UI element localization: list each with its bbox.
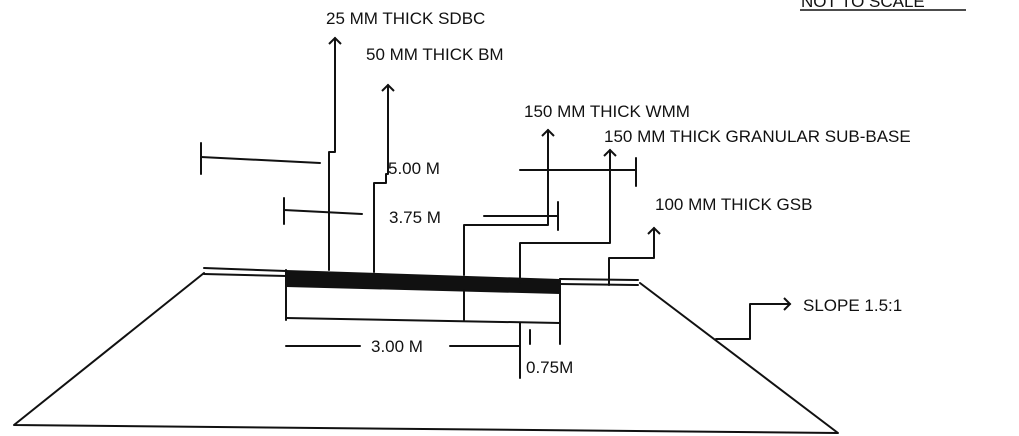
- scale-note: NOT TO SCALE: [800, 0, 966, 11]
- label-075m: 0.75M: [526, 358, 573, 377]
- label-5m: 5.00 M: [388, 159, 440, 178]
- dim-5m-line-left: [200, 156, 321, 164]
- dimension-5m: 5.00 M: [200, 142, 637, 187]
- left-shoulder-bottom: [203, 273, 287, 277]
- label-sdbc: 25 MM THICK SDBC: [326, 9, 485, 28]
- label-gsb: 100 MM THICK GSB: [655, 195, 812, 214]
- label-granular-sub-base: 150 MM THICK GRANULAR SUB-BASE: [604, 127, 911, 146]
- dimension-075m: 0.75M: [519, 322, 573, 379]
- scale-note-text: NOT TO SCALE: [801, 0, 925, 11]
- label-slope: SLOPE 1.5:1: [803, 296, 902, 315]
- right-shoulder-top: [559, 278, 639, 281]
- embankment: [13, 267, 839, 434]
- wmm-arrow: [463, 128, 555, 276]
- left-shoulder-top: [203, 267, 287, 272]
- sdbc-arrow: [328, 36, 342, 271]
- slope-annotation: SLOPE 1.5:1: [715, 296, 902, 340]
- embankment-outline: [13, 272, 839, 434]
- dim-375m-line-left: [283, 209, 363, 215]
- label-375m: 3.75 M: [389, 208, 441, 227]
- label-bm: 50 MM THICK BM: [366, 45, 504, 64]
- gsb-arrow: [608, 226, 661, 286]
- wmm-leader: 150 MM THICK WMM: [463, 102, 690, 276]
- slope-arrow: [715, 297, 792, 340]
- sdbc-leader: 25 MM THICK SDBC: [326, 9, 485, 271]
- wearing-course-band: [286, 270, 560, 294]
- right-shoulder-bottom: [559, 283, 639, 286]
- bm-leader: 50 MM THICK BM: [366, 45, 504, 273]
- pavement: [285, 269, 561, 345]
- label-wmm: 150 MM THICK WMM: [524, 102, 690, 121]
- granular-sub-base-leader: 150 MM THICK GRANULAR SUB-BASE: [519, 127, 911, 284]
- dimension-3m: 3.00 M: [285, 337, 521, 356]
- granular-sub-base-arrow: [519, 148, 617, 284]
- base-layer-bottom: [285, 317, 561, 324]
- gsb-leader: 100 MM THICK GSB: [608, 195, 812, 286]
- label-3m: 3.00 M: [371, 337, 423, 356]
- dimension-375m: 3.75 M: [283, 197, 559, 231]
- bm-arrow: [373, 83, 395, 273]
